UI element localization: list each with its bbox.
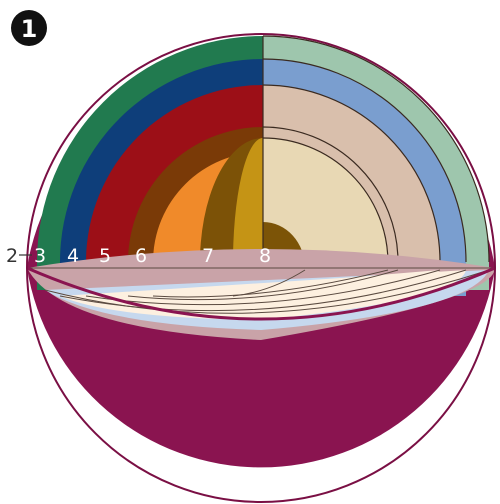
cutaway-floor xyxy=(26,249,496,340)
floor-ring-2 xyxy=(59,269,467,312)
floor-ring-6 xyxy=(232,269,306,297)
floor-ring-3 xyxy=(85,269,441,306)
outline-layer-8 xyxy=(262,137,389,263)
label-4: 4 xyxy=(67,245,79,267)
floor-ring-4 xyxy=(127,269,399,301)
step-badge: 1 xyxy=(11,10,47,46)
outline-layer-6 xyxy=(262,126,399,263)
floor-ring-1 xyxy=(44,269,490,314)
label-7: 7 xyxy=(202,245,214,267)
step-badge-number: 1 xyxy=(21,15,38,43)
layer-labels: 2 3 4 5 6 7 8 xyxy=(6,245,271,267)
outline-layer-4 xyxy=(262,58,467,263)
label-3: 3 xyxy=(34,245,46,267)
label-5: 5 xyxy=(99,245,111,267)
step-badge-circle xyxy=(11,10,47,46)
label-8: 8 xyxy=(259,245,271,267)
label-2: 2 xyxy=(6,245,18,267)
outline-layer-5 xyxy=(262,84,441,263)
outline-layer-3 xyxy=(262,35,490,263)
sphere-outline xyxy=(26,33,496,503)
label-6: 6 xyxy=(135,245,147,267)
floor-outer-edge xyxy=(26,266,496,321)
right-layer-outlines xyxy=(262,35,490,268)
floor-ring-5 xyxy=(152,269,389,298)
